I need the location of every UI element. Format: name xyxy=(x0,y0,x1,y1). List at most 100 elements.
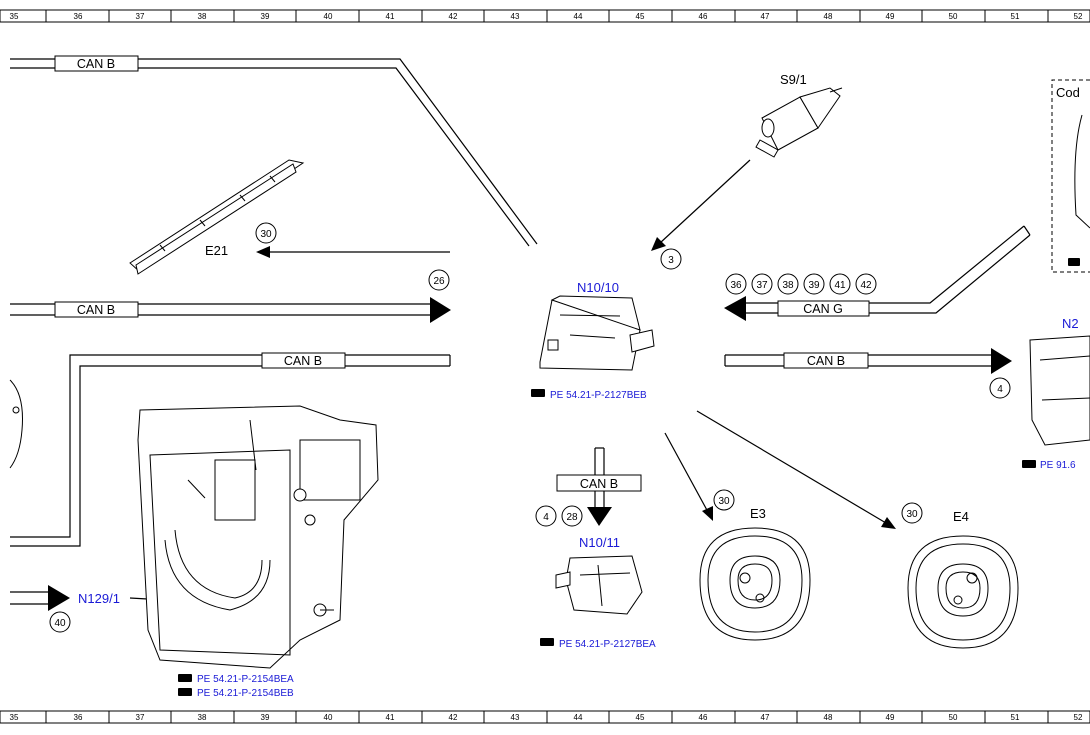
ruler-bottom-50: 50 xyxy=(949,713,958,722)
can-b-down-arrowhead xyxy=(587,507,612,526)
can-b-down-label: CAN B xyxy=(580,477,618,491)
circle-26-text: 26 xyxy=(433,276,445,287)
circle-28-text: 28 xyxy=(566,512,578,523)
ruler-top-50: 50 xyxy=(949,12,958,21)
coding-box-label: Cod xyxy=(1056,85,1080,100)
e4-display-drawing xyxy=(907,535,1019,649)
circle-28 xyxy=(561,505,583,527)
can-g-label: CAN G xyxy=(803,302,843,316)
e21-light-strip-drawing xyxy=(129,159,305,275)
ruler-bottom-48: 48 xyxy=(824,713,833,722)
n10-10-label: N10/10 xyxy=(577,280,619,295)
n10-11-label: N10/11 xyxy=(579,535,620,550)
e3-arrowhead xyxy=(702,506,713,521)
circle-26 xyxy=(428,269,450,291)
n129-1-ref1-icon xyxy=(178,674,192,682)
circle-37-text: 37 xyxy=(756,280,768,291)
circle-3 xyxy=(660,248,682,270)
circle-4-right-text: 4 xyxy=(997,384,1003,395)
n2-label: N2 xyxy=(1062,316,1079,331)
ruler-top-48: 48 xyxy=(824,12,833,21)
bottom-grid-ruler xyxy=(0,710,1090,724)
circle-39 xyxy=(803,273,825,295)
n129-1-unit-drawing xyxy=(137,405,379,669)
ruler-top-36: 36 xyxy=(74,12,83,21)
ruler-bottom-49: 49 xyxy=(886,713,895,722)
ruler-top-44: 44 xyxy=(574,12,583,21)
circle-41 xyxy=(829,273,851,295)
can-b-lower-label-box xyxy=(261,352,346,369)
coding-dashed-box xyxy=(1051,79,1090,273)
e4-arrowhead xyxy=(881,517,896,529)
ruler-bottom-39: 39 xyxy=(261,713,270,722)
e4-label: E4 xyxy=(953,509,969,524)
n129-1-ref2-icon xyxy=(178,688,192,696)
ruler-bottom-36: 36 xyxy=(74,713,83,722)
ruler-bottom-46: 46 xyxy=(699,713,708,722)
circle-36-text: 36 xyxy=(730,280,742,291)
circle-30-e21 xyxy=(255,222,277,244)
ruler-bottom-38: 38 xyxy=(198,713,207,722)
n129-1-input-wire xyxy=(10,591,50,605)
n10-10-ref-icon xyxy=(531,389,545,397)
circle-30-e4 xyxy=(901,502,923,524)
circle-3-text: 3 xyxy=(668,255,674,266)
circle-4-right xyxy=(989,377,1011,399)
ruler-bottom-43: 43 xyxy=(511,713,520,722)
ruler-top-38: 38 xyxy=(198,12,207,21)
s9-1-signal-line xyxy=(659,159,751,244)
ruler-top-42: 42 xyxy=(449,12,458,21)
can-b-right-arrowhead xyxy=(991,348,1012,374)
s9-1-switch-drawing xyxy=(755,87,843,158)
n10-11-ref-icon xyxy=(540,638,554,646)
e3-label: E3 xyxy=(750,506,766,521)
n129-1-ref2-text: PE 54.21-P-2154BEB xyxy=(197,688,294,699)
circle-40-text: 40 xyxy=(54,618,66,629)
can-b-mid-arrowhead xyxy=(430,297,451,323)
ruler-bottom-35: 35 xyxy=(10,713,19,722)
ruler-bottom-42: 42 xyxy=(449,713,458,722)
ruler-bottom-45: 45 xyxy=(636,713,645,722)
can-b-top-label-box xyxy=(54,55,139,72)
can-b-top-label: CAN B xyxy=(77,57,115,71)
ruler-bottom-44: 44 xyxy=(574,713,583,722)
coding-box-inner-drawing xyxy=(1074,114,1090,229)
ruler-bottom-51: 51 xyxy=(1011,713,1020,722)
n10-10-module-drawing xyxy=(539,295,655,371)
ruler-top-41: 41 xyxy=(386,12,395,21)
ruler-bottom-37: 37 xyxy=(136,713,145,722)
ruler-top-52: 52 xyxy=(1074,12,1083,21)
circle-30-e4-text: 30 xyxy=(906,509,918,520)
ruler-top-37: 37 xyxy=(136,12,145,21)
ruler-bottom-47: 47 xyxy=(761,713,770,722)
n2-module-drawing xyxy=(1029,335,1090,446)
ruler-top-40: 40 xyxy=(324,12,333,21)
coding-ref-icon xyxy=(1068,258,1080,266)
n2-ref-icon xyxy=(1022,460,1036,468)
n10-11-ref-text: PE 54.21-P-2127BEA xyxy=(559,639,656,650)
ruler-top-35: 35 xyxy=(10,12,19,21)
n129-1-arrowhead xyxy=(48,585,70,611)
ruler-top-49: 49 xyxy=(886,12,895,21)
circle-30-e3 xyxy=(713,489,735,511)
can-b-lower-label: CAN B xyxy=(284,354,322,368)
circle-38-text: 38 xyxy=(782,280,794,291)
circle-30-e3-text: 30 xyxy=(718,496,730,507)
can-b-right-label: CAN B xyxy=(807,354,845,368)
top-grid-ruler xyxy=(0,9,1090,23)
n10-11-module-drawing xyxy=(555,555,643,615)
circle-42-text: 42 xyxy=(860,280,872,291)
n2-ref-text: PE 91.6 xyxy=(1040,460,1076,471)
ruler-top-39: 39 xyxy=(261,12,270,21)
circle-4-down xyxy=(535,505,557,527)
circle-42 xyxy=(855,273,877,295)
circle-40 xyxy=(49,611,71,633)
ruler-top-43: 43 xyxy=(511,12,520,21)
can-b-down-label-box xyxy=(556,474,642,492)
circle-38 xyxy=(777,273,799,295)
can-b-top-wire xyxy=(10,58,538,247)
circle-41-text: 41 xyxy=(834,280,846,291)
n129-1-label: N129/1 xyxy=(78,591,120,606)
ruler-bottom-40: 40 xyxy=(324,713,333,722)
